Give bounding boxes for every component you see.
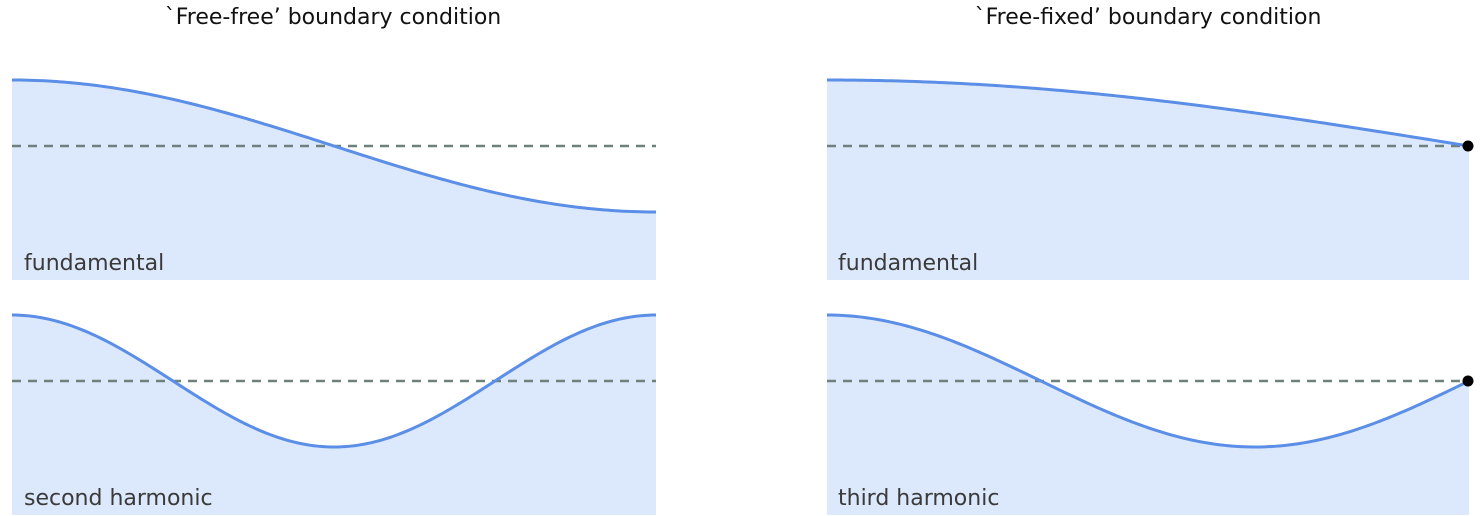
panel-free-free-second-harmonic: second harmonic	[11, 313, 657, 515]
panel-area	[12, 315, 656, 515]
wave-profile	[11, 313, 657, 449]
column-title-free-free: `Free-free’ boundary condition	[165, 5, 502, 30]
panel-label-second-harmonic: second harmonic	[24, 486, 213, 511]
column-title-free-fixed: `Free-fixed’ boundary condition	[975, 5, 1322, 30]
panel-label-third-harmonic: third harmonic	[838, 486, 999, 511]
panel-area	[12, 80, 656, 280]
fixed-end-dot	[1462, 140, 1474, 152]
wave-profile	[11, 78, 657, 214]
wave-profile	[826, 313, 1470, 449]
column-free-fixed: `Free-fixed’ boundary condition fundamen…	[826, 5, 1474, 515]
panel-free-fixed-third-harmonic: third harmonic	[826, 313, 1474, 515]
fixed-end-dot	[1462, 375, 1474, 387]
panel-area	[827, 80, 1469, 280]
wave-profile	[827, 78, 1470, 148]
panel-free-free-fundamental: fundamental	[11, 78, 657, 280]
panel-label-fundamental: fundamental	[838, 251, 978, 276]
column-free-free: `Free-free’ boundary condition fundament…	[11, 5, 657, 515]
panel-label-fundamental: fundamental	[24, 251, 164, 276]
panel-area	[827, 315, 1469, 515]
panel-free-fixed-fundamental: fundamental	[827, 78, 1474, 280]
